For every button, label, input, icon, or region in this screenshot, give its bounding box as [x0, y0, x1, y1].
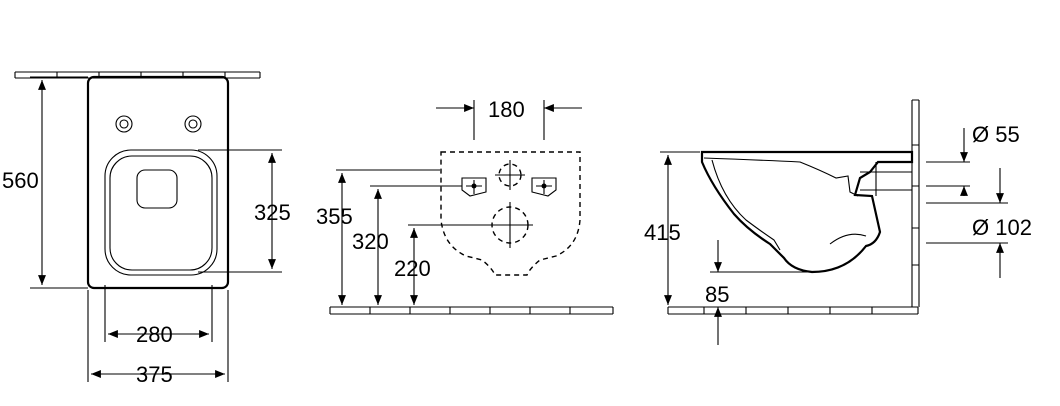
bowl-outline	[86, 75, 230, 290]
outlet-pipe	[860, 162, 912, 196]
dim-side-floor-gap: 85	[705, 282, 729, 307]
dim-mid-width: 180	[488, 97, 525, 122]
dim-mid-h2: 320	[352, 229, 389, 254]
dim-front-outer-width: 375	[136, 362, 173, 387]
seat-opening	[136, 169, 178, 209]
dim-mid-h1: 355	[316, 204, 353, 229]
wall-strip-side	[911, 99, 920, 307]
dim-side-d-large: Ø 102	[972, 215, 1032, 240]
floor-strip-side	[667, 306, 919, 315]
mounting-outline	[440, 151, 581, 276]
front-view: 560 325 280 375	[2, 71, 291, 387]
dim-side-height: 415	[644, 220, 681, 245]
dim-side-d-small: Ø 55	[972, 122, 1020, 147]
dim-front-seat-height: 325	[254, 200, 291, 225]
seat-inner	[109, 155, 213, 271]
floor-strip-mid	[329, 306, 614, 315]
dim-mid-h3: 220	[394, 256, 431, 281]
dim-front-height: 560	[2, 168, 39, 193]
bowl-side-inner	[711, 159, 781, 251]
hinge-bolt-right	[184, 115, 202, 133]
seat-outline	[104, 149, 218, 276]
dim-front-inner-width: 280	[136, 322, 173, 347]
hinge-bolt-left	[115, 115, 133, 133]
bolt-hole-right	[531, 177, 557, 197]
bolt-hole-left	[461, 177, 487, 197]
water-inlet	[495, 160, 525, 190]
mounting-view: 180 355 320 220	[316, 97, 614, 315]
waste-outlet	[487, 202, 533, 248]
side-view: 415 85 Ø 55 Ø 102	[644, 99, 1032, 345]
bowl-side-outer	[700, 150, 914, 274]
